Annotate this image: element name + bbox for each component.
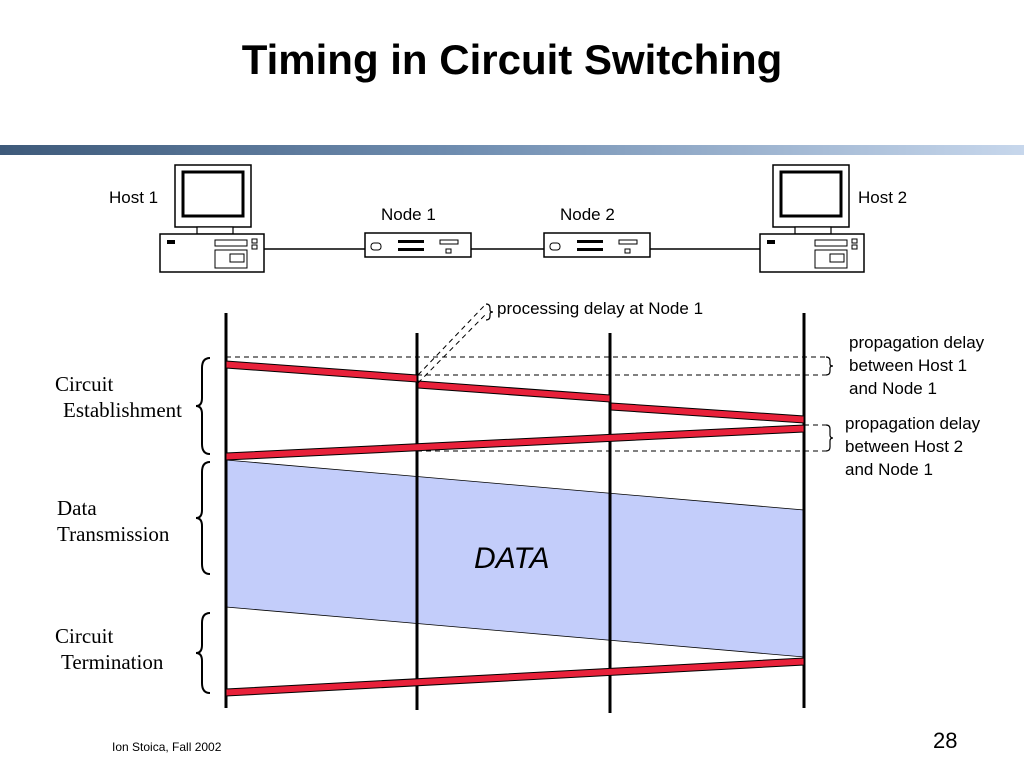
processing-delay-brace xyxy=(485,303,494,321)
node2-label: Node 2 xyxy=(560,205,615,224)
phase-establishment-label: Circuit Establishment xyxy=(55,372,182,422)
title-divider-bar xyxy=(0,145,1024,155)
prop-delay-1-label: propagation delay between Host 1 and Nod… xyxy=(849,333,985,398)
establishment-brace xyxy=(195,357,211,455)
termination-brace xyxy=(195,612,211,694)
phase-braces xyxy=(195,357,211,694)
prop-delay-2-brace xyxy=(825,424,834,452)
host2-computer-icon xyxy=(759,164,865,273)
setup-ack-signal xyxy=(225,424,805,461)
node1-switch-icon xyxy=(364,232,472,258)
delay-braces xyxy=(485,303,834,452)
slide-title: Timing in Circuit Switching xyxy=(241,36,783,83)
prop-delay-1-brace xyxy=(825,356,834,376)
setup-request-signal xyxy=(225,360,805,424)
host2-label: Host 2 xyxy=(858,188,908,207)
termination-signal xyxy=(225,657,805,697)
host1-computer-icon xyxy=(159,164,265,273)
node1-label: Node 1 xyxy=(381,205,436,224)
phase-termination-label: Circuit Termination xyxy=(55,624,164,674)
propagation-guides xyxy=(226,305,826,452)
phase-transmission-label: Data Transmission xyxy=(57,496,170,546)
footer-author: Ion Stoica, Fall 2002 xyxy=(112,740,222,754)
host1-label: Host 1 xyxy=(109,188,159,207)
processing-delay-label: processing delay at Node 1 xyxy=(497,299,704,318)
prop-delay-2-label: propagation delay between Host 2 and Nod… xyxy=(845,414,981,479)
network-topology xyxy=(159,164,865,273)
page-number: 28 xyxy=(933,728,958,753)
node2-switch-icon xyxy=(543,232,651,258)
data-label: DATA xyxy=(474,542,550,575)
transmission-brace xyxy=(195,461,211,575)
